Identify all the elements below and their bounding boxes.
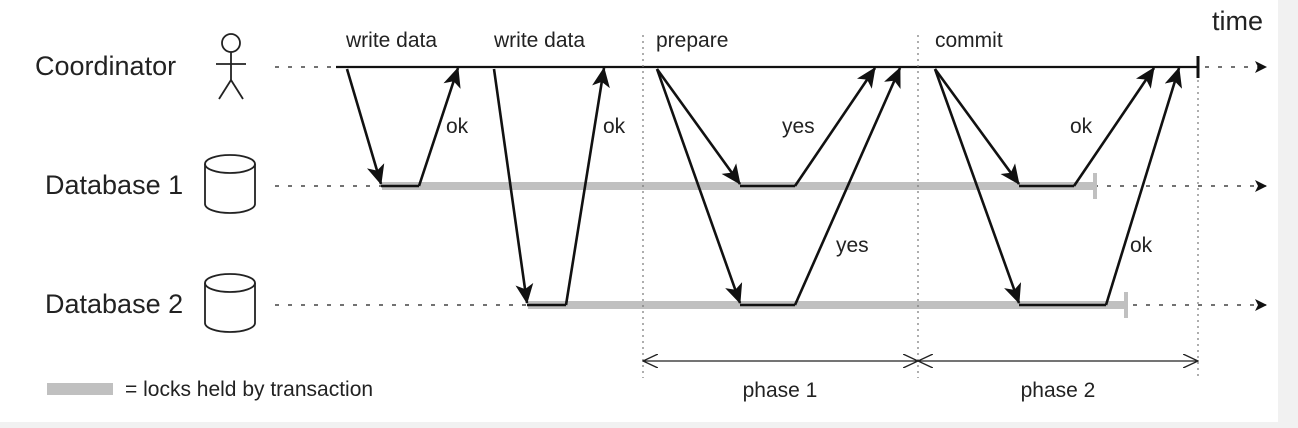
commit-db1-ok-label: ok	[1070, 115, 1093, 138]
step-prepare: prepare	[656, 29, 728, 52]
step-write-data-2: write data	[493, 29, 585, 52]
legend-lock-swatch	[47, 383, 113, 395]
coordinator-label: Coordinator	[35, 51, 176, 81]
write1-ok-arrow	[417, 67, 461, 187]
step-write-data-1: write data	[345, 29, 437, 52]
database1-lock-bar	[382, 173, 1097, 199]
database1-cylinder-icon	[204, 154, 256, 214]
write2-ok-label: ok	[603, 115, 626, 138]
commit-db1-ok-arrow	[1072, 67, 1156, 187]
coordinator-person-icon	[216, 33, 246, 100]
right-margin-strip	[1278, 0, 1298, 428]
step-commit: commit	[935, 29, 1003, 52]
database2-cylinder-icon	[204, 273, 256, 333]
database2-label: Database 2	[45, 289, 183, 319]
prepare-db1-yes-arrow	[793, 67, 877, 187]
commit-db2-ok-label: ok	[1130, 234, 1153, 257]
phase1-label: phase 1	[743, 379, 818, 402]
commit-db1-arrow	[933, 68, 1021, 185]
coordinator-timeline	[275, 56, 1267, 78]
write2-ok-arrow	[564, 67, 610, 306]
phase2-label: phase 2	[1021, 379, 1096, 402]
prepare-db1-yes-label: yes	[782, 115, 815, 138]
database1-label: Database 1	[45, 170, 183, 200]
write2-request-arrow	[492, 68, 534, 304]
write1-ok-label: ok	[446, 115, 469, 138]
bottom-margin-strip	[0, 422, 1298, 428]
time-axis-label: time	[1212, 6, 1263, 36]
commit-db2-arrow	[933, 68, 1022, 304]
commit-db2-ok-arrow	[1104, 67, 1183, 306]
prepare-db2-yes-label: yes	[836, 234, 869, 257]
legend-label: = locks held by transaction	[125, 378, 373, 401]
write1-request-arrow	[345, 68, 385, 185]
prepare-db1-arrow	[655, 68, 742, 185]
prepare-db2-yes-arrow	[793, 67, 902, 306]
prepare-db2-arrow	[655, 68, 743, 304]
